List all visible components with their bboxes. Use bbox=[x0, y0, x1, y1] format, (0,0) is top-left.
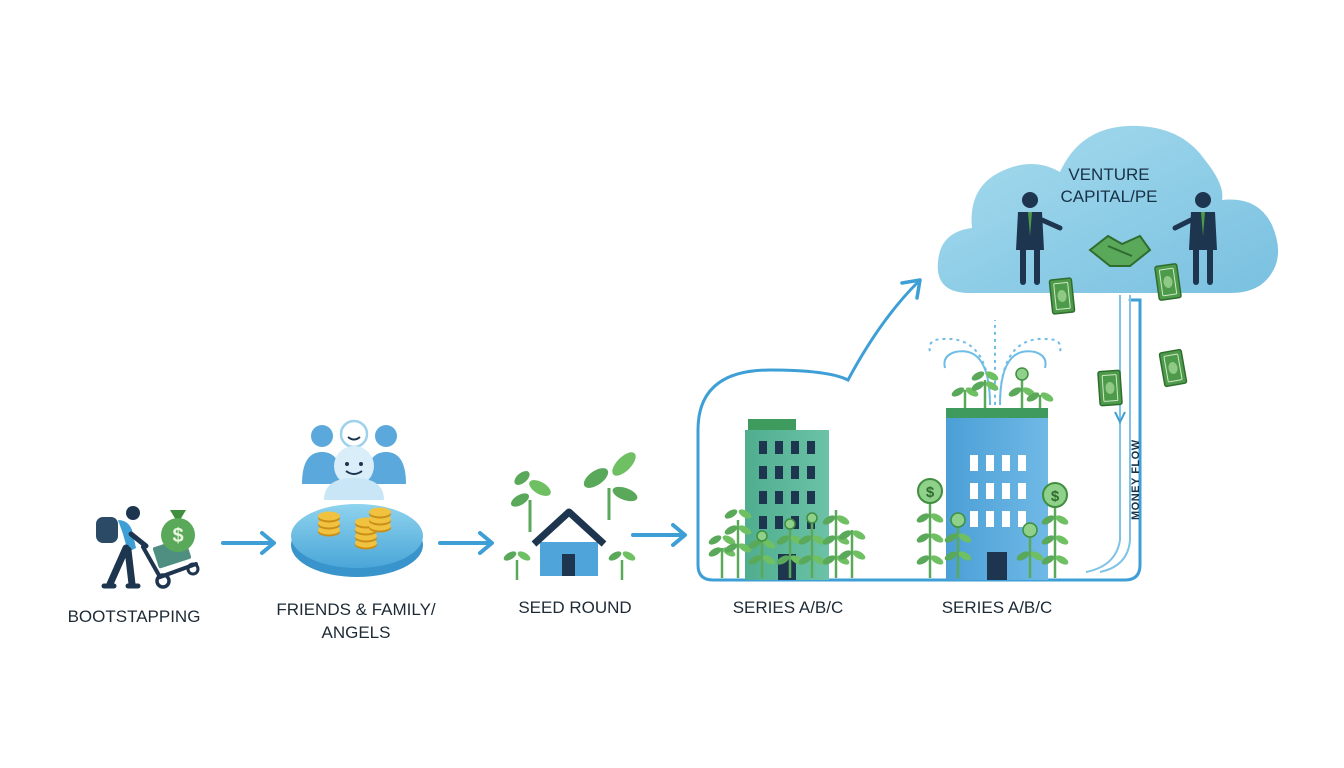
vc-label-line1: VENTURE bbox=[1068, 165, 1150, 184]
friends-family-people-icon bbox=[302, 419, 406, 500]
stage-label-friends-line2: ANGELS bbox=[321, 623, 391, 642]
stage-label-seed: SEED ROUND bbox=[518, 598, 632, 617]
handshake-icon bbox=[1088, 234, 1152, 267]
arrow-seed-to-series bbox=[631, 523, 687, 547]
rooftop-plants bbox=[950, 367, 1055, 408]
seed-sprouts-icon bbox=[502, 452, 638, 580]
stage-label-series-2: SERIES A/B/C bbox=[941, 598, 1053, 617]
investor-figure-right bbox=[1172, 192, 1217, 285]
money-flow-label: MONEY FLOW bbox=[1130, 439, 1142, 520]
seed-house-icon bbox=[531, 508, 607, 576]
series-plants-green bbox=[707, 507, 867, 578]
coin-pool-icon bbox=[291, 504, 423, 577]
growth-loop-arrow bbox=[696, 278, 1142, 582]
stage-label-series-1: SERIES A/B/C bbox=[732, 598, 844, 617]
stage-label-bootstrapping: BOOTSTAPPING bbox=[67, 607, 201, 626]
svg-text:$: $ bbox=[1051, 488, 1060, 505]
fountain-icon bbox=[928, 320, 1062, 406]
stage-label-friends-line1: FRIENDS & FAMILY/ bbox=[276, 600, 436, 619]
vc-label-line2: CAPITAL/PE bbox=[1060, 187, 1158, 206]
svg-text:$: $ bbox=[172, 525, 183, 547]
arrow-friends-to-seed bbox=[438, 531, 494, 555]
arrow-bootstrap-to-friends bbox=[221, 531, 276, 555]
dollar-plants: $ $ bbox=[915, 478, 1070, 578]
investor-figure-left bbox=[1016, 192, 1063, 285]
money-bag-icon: $ bbox=[161, 510, 195, 552]
series-building-green bbox=[745, 419, 829, 580]
svg-text:$: $ bbox=[926, 484, 935, 501]
bootstrapper-figure bbox=[96, 506, 149, 589]
venture-capital-cloud bbox=[937, 125, 1279, 293]
